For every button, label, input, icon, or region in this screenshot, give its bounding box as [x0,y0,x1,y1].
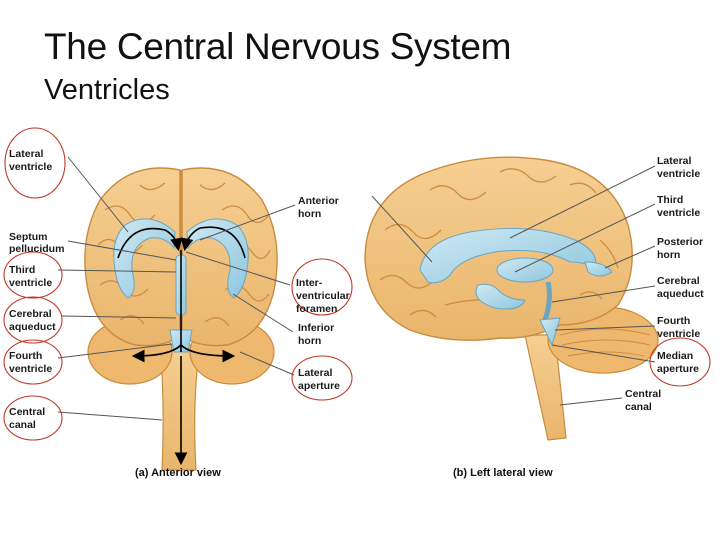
anterior-view: Lateral ventricle Septum pellucidum Thir… [4,128,353,479]
circle-central-canal [4,396,62,440]
circle-median-aperture [650,338,710,386]
label-fourth-ventricle-a: Fourth ventricle [9,350,52,375]
label-septum-pellucidum: Septum pellucidum [9,231,64,255]
label-posterior-horn: Posterior horn [657,236,706,261]
caption-lateral: (b) Left lateral view [453,467,553,479]
lateral-view: Lateral ventricle Third ventricle Poster… [365,155,710,479]
label-interventricular-foramen: Inter- ventricular foramen [296,277,353,315]
circle-fourth-ventricle [4,340,62,384]
label-median-aperture: Median aperture [657,350,699,375]
label-central-canal-b: Central canal [625,388,664,413]
caption-anterior: (a) Anterior view [135,467,221,479]
label-inferior-horn: Inferior horn [298,322,337,347]
label-third-ventricle-a: Third ventricle [9,264,52,289]
label-central-canal-a: Central canal [9,406,48,431]
label-lateral-aperture: Lateral aperture [298,367,340,392]
third-ventricle-lateral [497,258,553,282]
label-fourth-ventricle-b: Fourth ventricle [657,315,700,340]
label-third-ventricle-b: Third ventricle [657,194,700,219]
label-cerebral-aqueduct-a: Cerebral aqueduct [9,308,56,333]
circle-cerebral-aqueduct [4,297,62,343]
label-cerebral-aqueduct-b: Cerebral aqueduct [657,275,704,300]
label-lateral-ventricle-b: Lateral ventricle [657,155,700,180]
label-anterior-horn: Anterior horn [298,195,342,220]
label-lateral-ventricle-a: Lateral ventricle [9,148,52,173]
